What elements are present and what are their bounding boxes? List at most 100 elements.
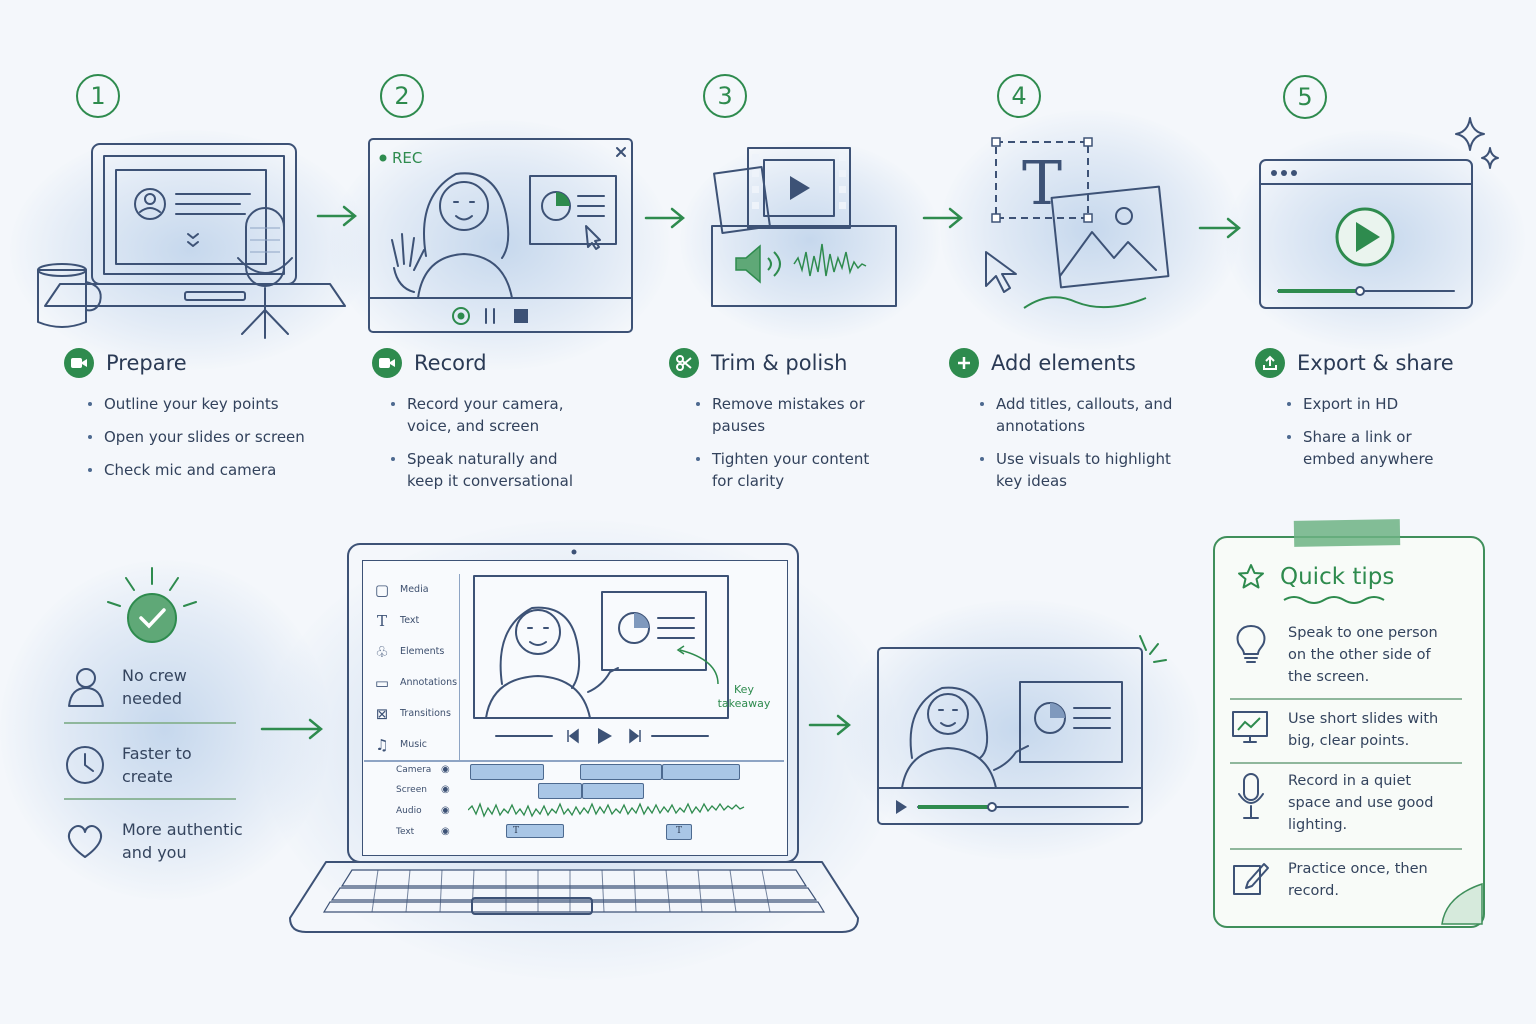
timeline-clip-text[interactable]: T	[506, 824, 564, 838]
tip-text: Use short slides with big, clear points.	[1288, 711, 1439, 749]
text-icon: T	[376, 611, 387, 630]
sidebar-item-transitions[interactable]: ⊠ Transitions	[374, 698, 459, 729]
step-title-label: Record	[414, 351, 487, 375]
quick-tips-title: Quick tips	[1236, 562, 1394, 592]
timeline-divider	[364, 760, 784, 762]
step-title-label: Add elements	[991, 351, 1136, 375]
bullet-item: Remove mistakes or pauses	[694, 393, 874, 437]
step-title-label: Prepare	[106, 351, 187, 375]
step-bullets-record: Record your camera, voice, and screen Sp…	[389, 393, 579, 503]
tape-strip	[1293, 519, 1401, 547]
upload-icon	[1255, 348, 1285, 378]
svg-text:T: T	[1022, 149, 1062, 219]
tip-item: Practice once, then record.	[1230, 858, 1428, 902]
benefit-label: Faster to create	[122, 744, 192, 786]
clock-icon	[66, 746, 104, 784]
person-icon	[68, 668, 104, 707]
step-bullets-export: Export in HD Share a link or embed anywh…	[1285, 393, 1445, 481]
step-title-label: Export & share	[1297, 351, 1454, 375]
editor-preview	[473, 575, 729, 744]
sidebar-item-label: Elements	[400, 646, 445, 657]
star-icon	[1238, 564, 1264, 589]
step-title-add-elements: Add elements	[949, 348, 1136, 378]
timeline-clip-camera[interactable]	[580, 764, 662, 780]
sidebar-item-music[interactable]: ♫Music	[374, 729, 459, 760]
bullet-item: Tighten your content for clarity	[694, 448, 874, 492]
video-player-window	[1259, 117, 1499, 309]
recording-window	[368, 138, 633, 333]
step-number-4: 4	[997, 74, 1041, 118]
benefit-faster: Faster to create	[64, 742, 206, 788]
step-title-label: Trim & polish	[711, 351, 848, 375]
step-number-3: 3	[703, 74, 747, 118]
audio-waveform	[468, 802, 745, 818]
sidebar-item-elements[interactable]: ♧ Elements	[374, 636, 459, 667]
bullet-item: Check mic and camera	[86, 459, 316, 481]
chart-monitor-icon	[1232, 711, 1268, 743]
sidebar-item-label: Annotations	[400, 677, 458, 688]
title-underline	[1283, 596, 1385, 604]
step-title-export: Export & share	[1255, 348, 1454, 378]
timeline-clip-screen[interactable]	[582, 783, 644, 799]
step-number-1: 1	[76, 74, 120, 118]
tip-text: Record in a quiet space and use good lig…	[1288, 773, 1434, 833]
step-title-prepare: Prepare	[64, 348, 187, 378]
edit-icon	[1233, 863, 1269, 895]
bullet-item: Share a link or embed anywhere	[1285, 426, 1445, 470]
heart-icon	[67, 825, 103, 858]
eye-icon[interactable]: ◉	[441, 764, 450, 775]
timeline-clip-screen[interactable]	[538, 783, 582, 799]
trim-media-illustration	[711, 147, 897, 307]
track-label-camera: Camera	[396, 765, 432, 775]
track-label-screen: Screen	[396, 785, 427, 795]
step-number-2: 2	[380, 74, 424, 118]
add-elements-illustration: T	[985, 137, 1170, 309]
lightbulb-icon	[1236, 625, 1266, 663]
timeline-clip-camera[interactable]	[662, 764, 740, 780]
checkmark-badge-icon	[107, 567, 197, 643]
benefit-label: No crew needed	[122, 666, 187, 708]
benefit-no-crew: No crew needed	[66, 664, 206, 710]
timeline-clip-text[interactable]: T	[666, 824, 692, 840]
media-icon: ▢	[374, 580, 390, 599]
sidebar-item-annotations[interactable]: ▭Annotations	[374, 667, 459, 698]
laptop-frame	[289, 543, 859, 933]
tip-divider	[1230, 698, 1462, 700]
tip-text: Speak to one person on the other side of…	[1288, 625, 1438, 685]
arrow-icon	[260, 718, 323, 740]
arrow-icon	[922, 207, 963, 229]
rec-indicator-label: REC	[392, 149, 423, 167]
sidebar-item-label: Transitions	[400, 708, 451, 719]
laptop-mic-illustration	[37, 143, 346, 339]
bullet-item: Outline your key points	[86, 393, 316, 415]
bullet-item: Add titles, callouts, and annotations	[978, 393, 1178, 437]
step-bullets-trim: Remove mistakes or pauses Tighten your c…	[694, 393, 874, 503]
eye-icon[interactable]: ◉	[441, 826, 450, 837]
final-video-player	[877, 635, 1167, 825]
tip-divider	[1230, 762, 1462, 764]
benefit-label: More authentic and you	[122, 820, 243, 862]
benefit-authentic: More authentic and you	[64, 818, 252, 864]
timeline-clip-camera[interactable]	[470, 764, 544, 780]
video-camera-icon	[372, 348, 402, 378]
sidebar-item-label: Media	[400, 584, 429, 595]
tip-divider	[1230, 848, 1462, 850]
bullet-item: Use visuals to highlight key ideas	[978, 448, 1178, 492]
scissors-icon	[669, 348, 699, 378]
eye-icon[interactable]: ◉	[441, 805, 450, 816]
music-icon: ♫	[375, 735, 389, 754]
arrow-icon	[808, 714, 851, 736]
arrow-icon	[644, 207, 685, 229]
quick-tips-title-label: Quick tips	[1280, 564, 1395, 590]
plus-icon	[949, 348, 979, 378]
step-number-5: 5	[1283, 75, 1327, 119]
sidebar-item-media[interactable]: ▢ Media	[374, 574, 459, 605]
transitions-icon: ⊠	[375, 704, 389, 723]
eye-icon[interactable]: ◉	[441, 784, 450, 795]
callout-label: Key takeaway	[717, 683, 771, 710]
benefit-divider	[64, 798, 236, 800]
step-bullets-add-elements: Add titles, callouts, and annotations Us…	[978, 393, 1178, 503]
elements-icon: ♧	[375, 642, 389, 661]
